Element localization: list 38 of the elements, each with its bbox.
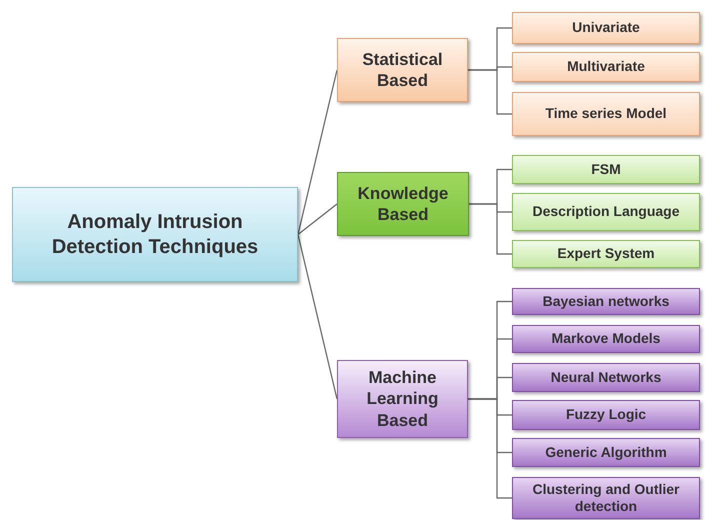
technique-box — [512, 240, 700, 268]
node-label: Generic Algorithm — [545, 444, 667, 462]
node-label: Knowledge Based — [356, 182, 450, 226]
node-label: Fuzzy Logic — [566, 406, 646, 424]
technique-box — [512, 12, 700, 44]
technique-box — [512, 438, 700, 467]
node-label: Clustering and Outlier detection — [531, 480, 680, 516]
node-label: Statistical Based — [361, 48, 444, 92]
technique-box — [512, 155, 700, 184]
node-label: Univariate — [572, 19, 640, 37]
technique-box — [512, 52, 700, 82]
connector-line — [297, 234, 338, 400]
technique-box — [512, 400, 700, 430]
category-box — [337, 172, 469, 236]
connector-line — [468, 69, 512, 115]
node-label: Multivariate — [567, 58, 645, 76]
node-label: Bayesian networks — [542, 292, 670, 310]
node-label: Markove Models — [552, 330, 660, 348]
category-box — [337, 360, 468, 438]
technique-box — [512, 288, 700, 315]
connector-line — [468, 398, 512, 499]
technique-box — [512, 477, 700, 519]
technique-box — [512, 325, 700, 353]
connector-line — [298, 204, 338, 235]
technique-box — [512, 193, 700, 231]
technique-box — [512, 363, 700, 392]
node-label: Expert System — [557, 245, 655, 263]
root-box — [12, 187, 298, 282]
node-label: Machine Learning Based — [366, 367, 440, 431]
technique-box — [512, 92, 700, 136]
connector-line — [297, 70, 338, 235]
node-label: Anomaly Intrusion Detection Techniques — [50, 210, 260, 260]
category-box — [337, 38, 468, 102]
node-label: Time series Model — [545, 105, 667, 123]
node-label: FSM — [591, 160, 621, 178]
node-label: Neural Networks — [550, 368, 662, 386]
node-label: Description Language — [532, 203, 680, 221]
connector-line — [469, 203, 512, 255]
